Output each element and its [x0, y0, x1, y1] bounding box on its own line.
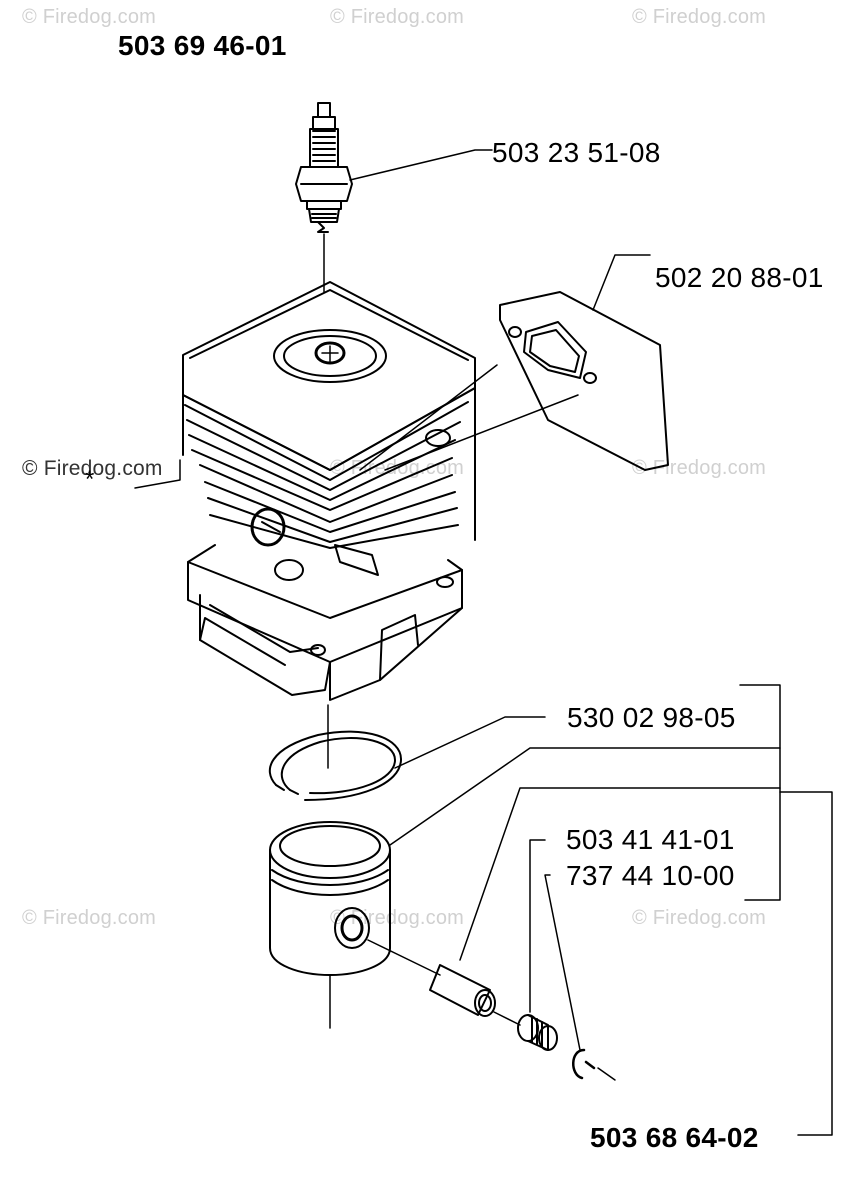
needle-bearing-drawing	[493, 1011, 558, 1051]
watermark-low-left: © Firedog.com	[22, 907, 157, 929]
watermark-top-right: © Firedog.com	[632, 6, 767, 28]
spark-plug-drawing	[295, 102, 353, 233]
watermark-top-left: © Firedog.com	[22, 6, 157, 28]
wrist-pin-drawing	[367, 939, 496, 1017]
leader-lines	[134, 149, 833, 1136]
part-number-spark-plug: 503 23 51-08	[492, 137, 661, 168]
watermark-mid-left: © Firedog.com	[22, 457, 163, 480]
piston-ring-drawing	[268, 730, 403, 801]
footer-assembly-number-label: 503 68 64-02	[590, 1122, 759, 1153]
cylinder-drawing	[182, 281, 476, 701]
watermark-mid-right: © Firedog.com	[632, 457, 767, 479]
watermark-low-right: © Firedog.com	[632, 907, 767, 929]
part-number-needle-bearing: 503 41 41-01	[566, 824, 735, 855]
gasket-drawing	[499, 291, 669, 471]
watermark-top-center: © Firedog.com	[330, 6, 465, 28]
part-number-circlip: 737 44 10-00	[566, 860, 735, 891]
assembly-number-label: 503 69 46-01	[118, 30, 287, 61]
part-number-gasket: 502 20 88-01	[655, 262, 824, 293]
part-number-piston-ring: 530 02 98-05	[567, 702, 736, 733]
asterisk-marker: *	[85, 466, 95, 493]
piston-drawing	[269, 821, 391, 1029]
circlip-drawing	[572, 1048, 596, 1080]
